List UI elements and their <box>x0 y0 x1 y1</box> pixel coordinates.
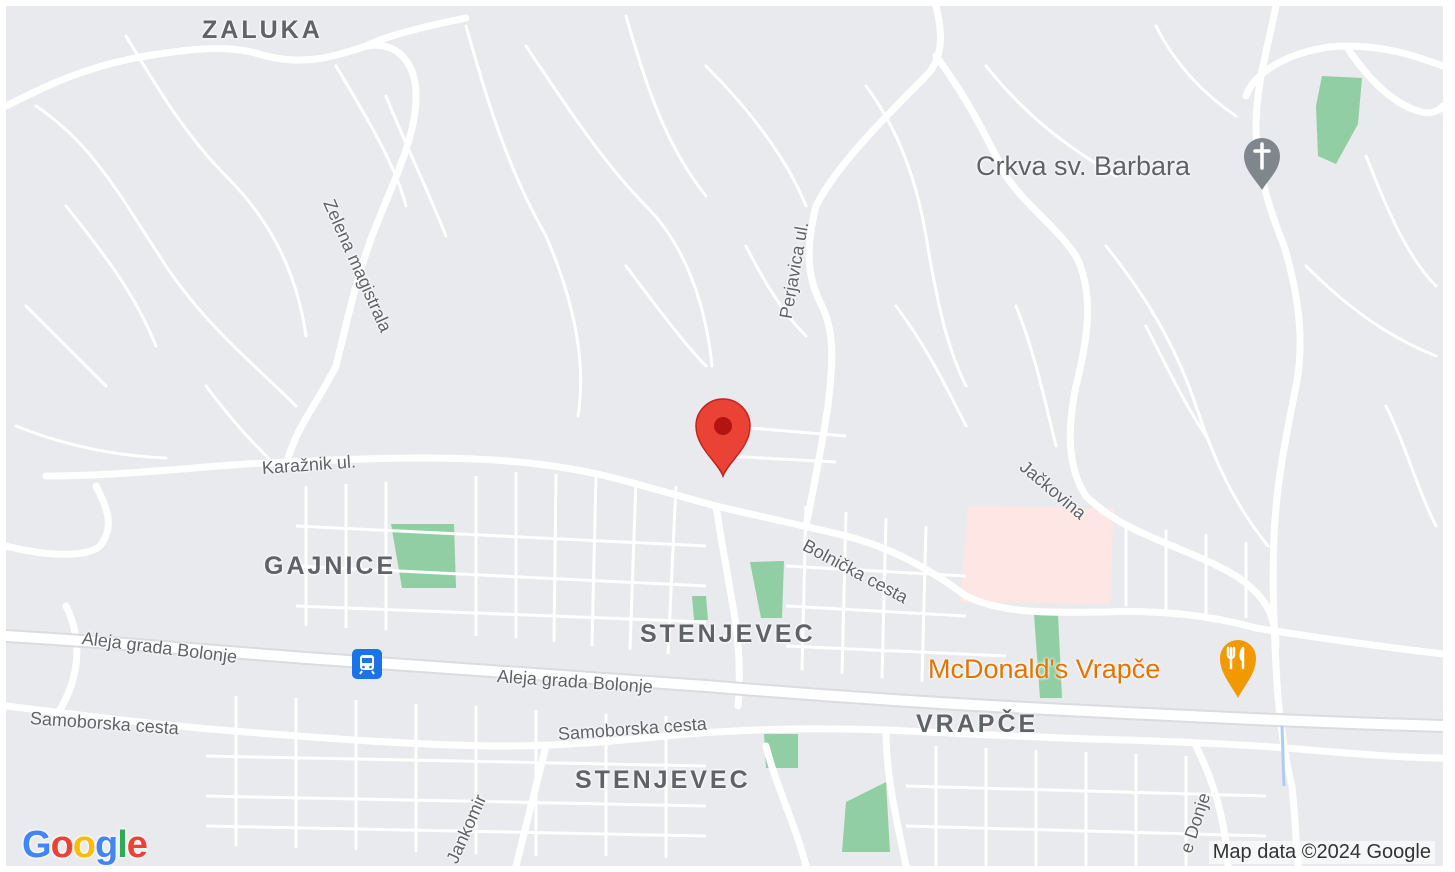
park-vrapce <box>1034 614 1062 698</box>
map-attribution[interactable]: Map data ©2024 Google <box>1208 841 1435 864</box>
park-stenjevec-2 <box>692 596 708 620</box>
tram-station-icon[interactable] <box>352 649 382 679</box>
minor-roads <box>14 14 1438 548</box>
district-label-zaluka: ZALUKA <box>202 16 323 44</box>
district-label-vrapce: VRAPČE <box>916 710 1039 738</box>
poi-label-church[interactable]: Crkva sv. Barbara <box>976 151 1191 181</box>
aleja-highway <box>6 629 1443 733</box>
poi-label-restaurant[interactable]: McDonald's Vrapče <box>928 654 1161 684</box>
tram-line <box>1280 725 1286 787</box>
urban-grid <box>205 424 1267 866</box>
google-logo: Google <box>22 824 148 866</box>
main-roads <box>6 6 1443 866</box>
hospital-area <box>960 506 1114 604</box>
map-canvas[interactable]: ZALUKA GAJNICE STENJEVEC STENJEVEC VRAPČ… <box>6 6 1443 866</box>
district-label-gajnice: GAJNICE <box>264 552 397 580</box>
park-barbara <box>1316 76 1362 164</box>
district-label-stenjevec: STENJEVEC <box>640 620 816 648</box>
church-cross-icon[interactable] <box>1242 136 1282 192</box>
restaurant-icon[interactable] <box>1218 638 1258 700</box>
district-label-stenjevec-south: STENJEVEC <box>575 766 751 794</box>
location-pin-icon[interactable] <box>692 396 754 478</box>
map-roads-layer <box>6 6 1443 866</box>
park-south-2 <box>842 782 890 852</box>
park-stenjevec-1 <box>750 561 784 618</box>
